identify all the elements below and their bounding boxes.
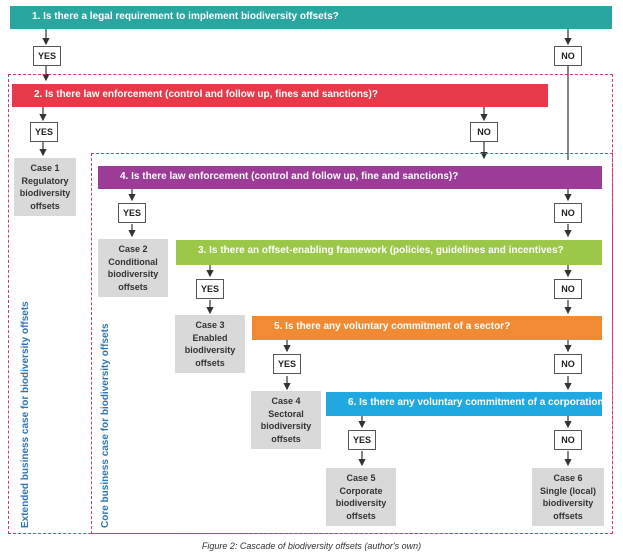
q4-no-box: NO <box>554 203 582 223</box>
case-2-line-4: offsets <box>118 281 148 292</box>
case-3-line-2: Enabled <box>192 332 228 343</box>
question-1-bar: 1. Is there a legal requirement to imple… <box>10 6 612 29</box>
q2-no-box: NO <box>470 122 498 142</box>
case-2-line-3: biodiversity <box>107 269 159 279</box>
case-6-line-2: Single (local) <box>539 485 596 496</box>
case-1-line-4: offsets <box>30 200 60 211</box>
case-6-line-3: biodiversity <box>542 498 594 508</box>
q3-no-box: NO <box>554 279 582 299</box>
q5-yes-box: YES <box>273 354 301 374</box>
q6-yes-box: YES <box>348 430 376 450</box>
q4-yes-box: YES <box>118 203 146 223</box>
case-2-line-2: Conditional <box>108 256 158 267</box>
q5-no-box: NO <box>554 354 582 374</box>
case-5-line-4: offsets <box>346 510 376 521</box>
question-3-bar: 3. Is there an offset-enabling framework… <box>176 240 602 265</box>
figure-caption: Figure 2: Cascade of biodiversity offset… <box>201 541 422 551</box>
q2-yes-box: YES <box>30 122 58 142</box>
case-4-line-2: Sectoral <box>268 408 304 419</box>
case-5-line-3: biodiversity <box>335 498 387 508</box>
q1-yes-box: YES <box>33 46 61 66</box>
case-5-line-2: Corporate <box>339 485 383 496</box>
q6-no-box: NO <box>554 430 582 450</box>
case-3-line-4: offsets <box>195 357 225 368</box>
core-region-label: Core business case for biodiversity offs… <box>100 323 111 528</box>
case-4-line-4: offsets <box>271 433 301 444</box>
case-6-title: Case 6 <box>553 473 583 483</box>
case-2-title: Case 2 <box>118 244 148 254</box>
case-3-box: Case 3 Enabled biodiversity offsets <box>175 315 245 373</box>
case-4-title: Case 4 <box>271 396 301 406</box>
case-2-box: Case 2 Conditional biodiversity offsets <box>98 239 168 297</box>
case-3-title: Case 3 <box>195 320 225 330</box>
case-6-box: Case 6 Single (local) biodiversity offse… <box>532 468 604 526</box>
case-4-line-3: biodiversity <box>260 421 312 431</box>
question-5-bar: 5. Is there any voluntary commitment of … <box>252 316 602 340</box>
q3-yes-box: YES <box>196 279 224 299</box>
case-5-box: Case 5 Corporate biodiversity offsets <box>326 468 396 526</box>
question-2-bar: 2. Is there law enforcement (control and… <box>12 84 548 107</box>
question-4-bar: 4. Is there law enforcement (control and… <box>98 166 602 189</box>
case-1-box: Case 1 Regulatory biodiversity offsets <box>14 158 76 216</box>
core-region <box>91 153 613 534</box>
case-4-box: Case 4 Sectoral biodiversity offsets <box>251 391 321 449</box>
extended-region-label: Extended business case for biodiversity … <box>20 301 31 528</box>
q1-no-box: NO <box>554 46 582 66</box>
case-1-line-3: biodiversity <box>19 188 71 198</box>
case-6-line-4: offsets <box>553 510 583 521</box>
case-1-title: Case 1 <box>30 163 60 173</box>
question-6-bar: 6. Is there any voluntary commitment of … <box>326 392 610 416</box>
case-1-line-2: Regulatory <box>21 175 69 186</box>
case-5-title: Case 5 <box>346 473 376 483</box>
case-3-line-3: biodiversity <box>184 345 236 355</box>
